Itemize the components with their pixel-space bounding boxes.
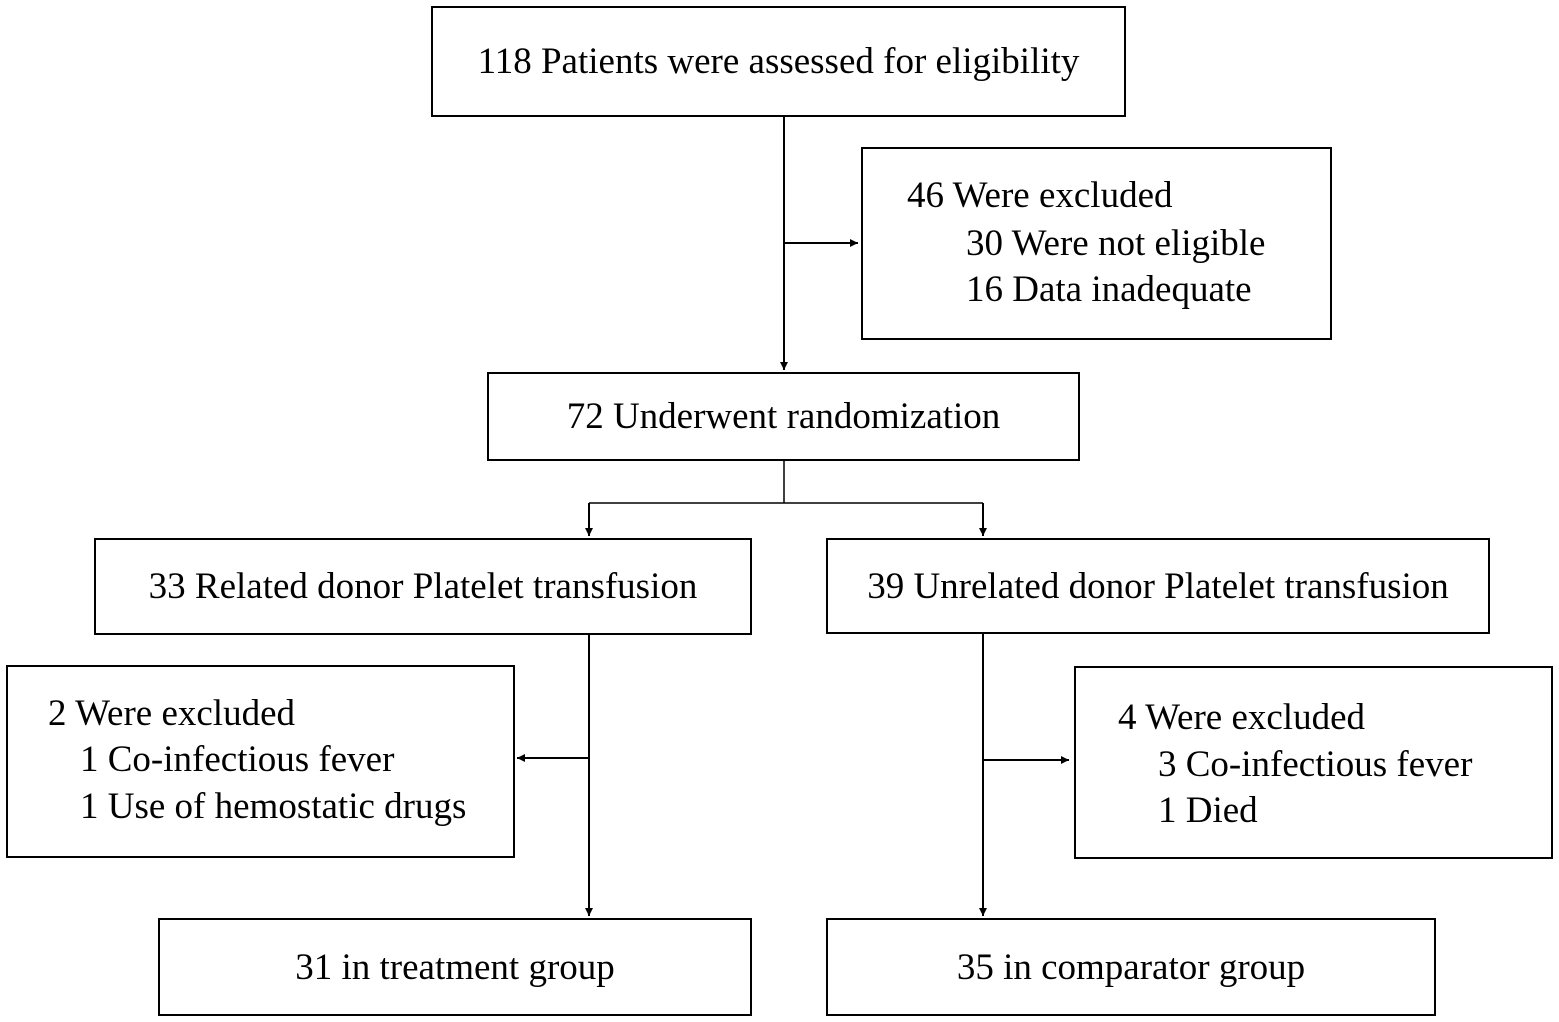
unrelated-exclusion-heading: 4 Were excluded [1118, 697, 1366, 738]
assessed-box: 118 Patients were assessed for eligibili… [431, 6, 1126, 117]
related-exclusion-box: 2 Were excluded 1 Co-infectious fever 1 … [6, 665, 515, 858]
initial-exclusion-reason: 30 Were not eligible [966, 223, 1266, 264]
unrelated-exclusion-box: 4 Were excluded 3 Co-infectious fever 1 … [1074, 666, 1553, 859]
unrelated-arm-box: 39 Unrelated donor Platelet transfusion [826, 538, 1490, 634]
treatment-group-box: 31 in treatment group [158, 918, 752, 1016]
randomization-box: 72 Underwent randomization [487, 372, 1080, 461]
unrelated-exclusion-reason: 1 Died [1158, 790, 1258, 831]
unrelated-exclusion-reason: 3 Co-infectious fever [1158, 744, 1473, 785]
comparator-group-box: 35 in comparator group [826, 918, 1436, 1016]
related-arm-text: 33 Related donor Platelet transfusion [148, 566, 698, 607]
initial-exclusion-box: 46 Were excluded 30 Were not eligible 16… [861, 147, 1332, 340]
comparator-group-text: 35 in comparator group [956, 946, 1306, 988]
initial-exclusion-reason: 16 Data inadequate [966, 269, 1252, 310]
related-exclusion-heading: 2 Were excluded [48, 693, 296, 734]
related-exclusion-reason: 1 Use of hemostatic drugs [80, 786, 467, 827]
unrelated-arm-text: 39 Unrelated donor Platelet transfusion [867, 565, 1449, 607]
related-exclusion-reason: 1 Co-infectious fever [80, 739, 395, 780]
related-arm-box: 33 Related donor Platelet transfusion [94, 538, 752, 635]
randomization-text: 72 Underwent randomization [566, 396, 1001, 437]
assessed-text: 118 Patients were assessed for eligibili… [477, 41, 1080, 82]
initial-exclusion-heading: 46 Were excluded [907, 175, 1173, 216]
treatment-group-text: 31 in treatment group [295, 946, 615, 988]
